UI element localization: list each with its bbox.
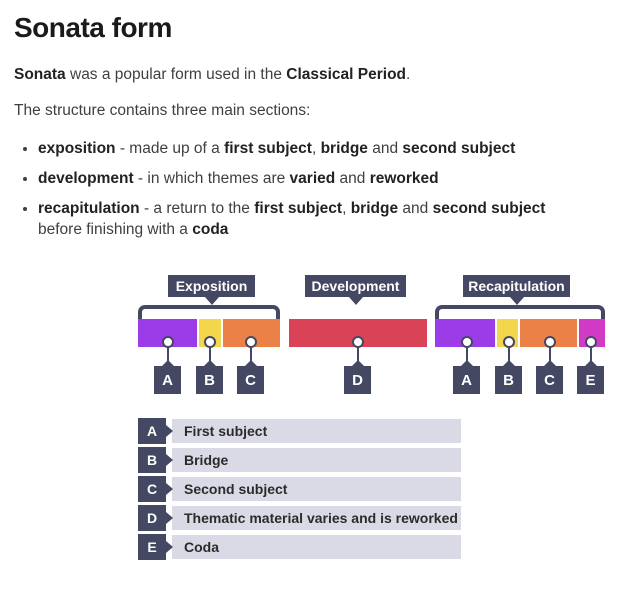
legend-row: A First subject — [138, 418, 461, 444]
legend-row: C Second subject — [138, 476, 461, 502]
bullet-seg: and — [398, 200, 433, 217]
bullet-seg: bridge — [350, 200, 399, 217]
bullet-seg: exposition — [38, 140, 116, 157]
legend-row: B Bridge — [138, 447, 461, 473]
legend-badge-d: D — [138, 505, 173, 531]
exposition-bracket — [138, 305, 280, 319]
bullet-seg: coda — [192, 221, 229, 238]
bullet-seg: bridge — [320, 140, 368, 157]
bullet-exposition: exposition - made up of a first subject,… — [38, 138, 590, 159]
bullet-seg: development — [38, 170, 134, 187]
legend-badge-b: B — [138, 447, 173, 473]
bullet-seg: , — [311, 140, 321, 157]
page-title: Sonata form — [14, 12, 172, 43]
bullet-seg: - made up of a — [115, 140, 225, 157]
marker-stem — [209, 346, 211, 367]
marker-stem — [167, 346, 169, 367]
marker-box-recapitulation-a: A — [453, 360, 480, 394]
marker-stem — [590, 346, 592, 367]
bullet-seg: before finishing with a — [38, 221, 193, 238]
intro-seg: was a popular form used in the — [65, 66, 287, 83]
legend-text-a: First subject — [172, 419, 461, 443]
intro-seg: Sonata — [14, 66, 66, 83]
marker-box-recapitulation-c: C — [536, 360, 563, 394]
bullet-seg: , — [342, 200, 351, 217]
legend-text-e: Coda — [172, 535, 461, 559]
bullet-seg: first subject — [254, 200, 343, 217]
bullet-seg: second subject — [402, 140, 516, 157]
sections-list: exposition - made up of a first subject,… — [14, 138, 604, 240]
legend-text-d: Thematic material varies and is reworked — [172, 506, 461, 530]
marker-box-development-d: D — [344, 360, 371, 394]
sonata-form-diagram: Exposition Development Recapitulation A … — [0, 274, 618, 394]
marker-stem — [357, 346, 359, 367]
marker-stem — [508, 346, 510, 367]
page-content: Sonata form Sonata was a popular form us… — [0, 12, 618, 240]
intro-seg: Classical Period — [286, 66, 407, 83]
intro-paragraph: Sonata was a popular form used in the Cl… — [14, 64, 604, 86]
structure-paragraph: The structure contains three main sectio… — [14, 102, 311, 119]
marker-box-exposition-b: B — [196, 360, 223, 394]
bullet-seg: first subject — [224, 140, 312, 157]
marker-box-recapitulation-e: E — [577, 360, 604, 394]
bullet-seg: and — [335, 170, 370, 187]
bullet-seg: varied — [289, 170, 336, 187]
bullet-recapitulation: recapitulation - a return to the first s… — [38, 198, 590, 240]
marker-box-exposition-c: C — [237, 360, 264, 394]
bullet-development: development - in which themes are varied… — [38, 168, 590, 189]
bullet-seg: - a return to the — [139, 200, 255, 217]
bullet-seg: - in which themes are — [133, 170, 290, 187]
bullet-seg: reworked — [369, 170, 439, 187]
legend-text-b: Bridge — [172, 448, 461, 472]
bullet-seg: second subject — [432, 200, 546, 217]
bullet-seg: recapitulation — [38, 200, 140, 217]
legend-row: E Coda — [138, 534, 461, 560]
marker-stem — [466, 346, 468, 367]
marker-stem — [549, 346, 551, 367]
legend-text-c: Second subject — [172, 477, 461, 501]
recapitulation-bracket — [435, 305, 605, 319]
legend-badge-e: E — [138, 534, 173, 560]
marker-stem — [250, 346, 252, 367]
bullet-seg: and — [367, 140, 403, 157]
marker-box-exposition-a: A — [154, 360, 181, 394]
legend-row: D Thematic material varies and is rework… — [138, 505, 461, 531]
legend-table: A First subject B Bridge C Second subjec… — [138, 418, 461, 560]
marker-box-recapitulation-b: B — [495, 360, 522, 394]
section-label-development: Development — [305, 275, 406, 305]
section-label-recapitulation: Recapitulation — [463, 275, 570, 305]
section-label-exposition: Exposition — [168, 275, 255, 305]
legend-badge-c: C — [138, 476, 173, 502]
legend-badge-a: A — [138, 418, 173, 444]
intro-seg: . — [406, 66, 411, 83]
